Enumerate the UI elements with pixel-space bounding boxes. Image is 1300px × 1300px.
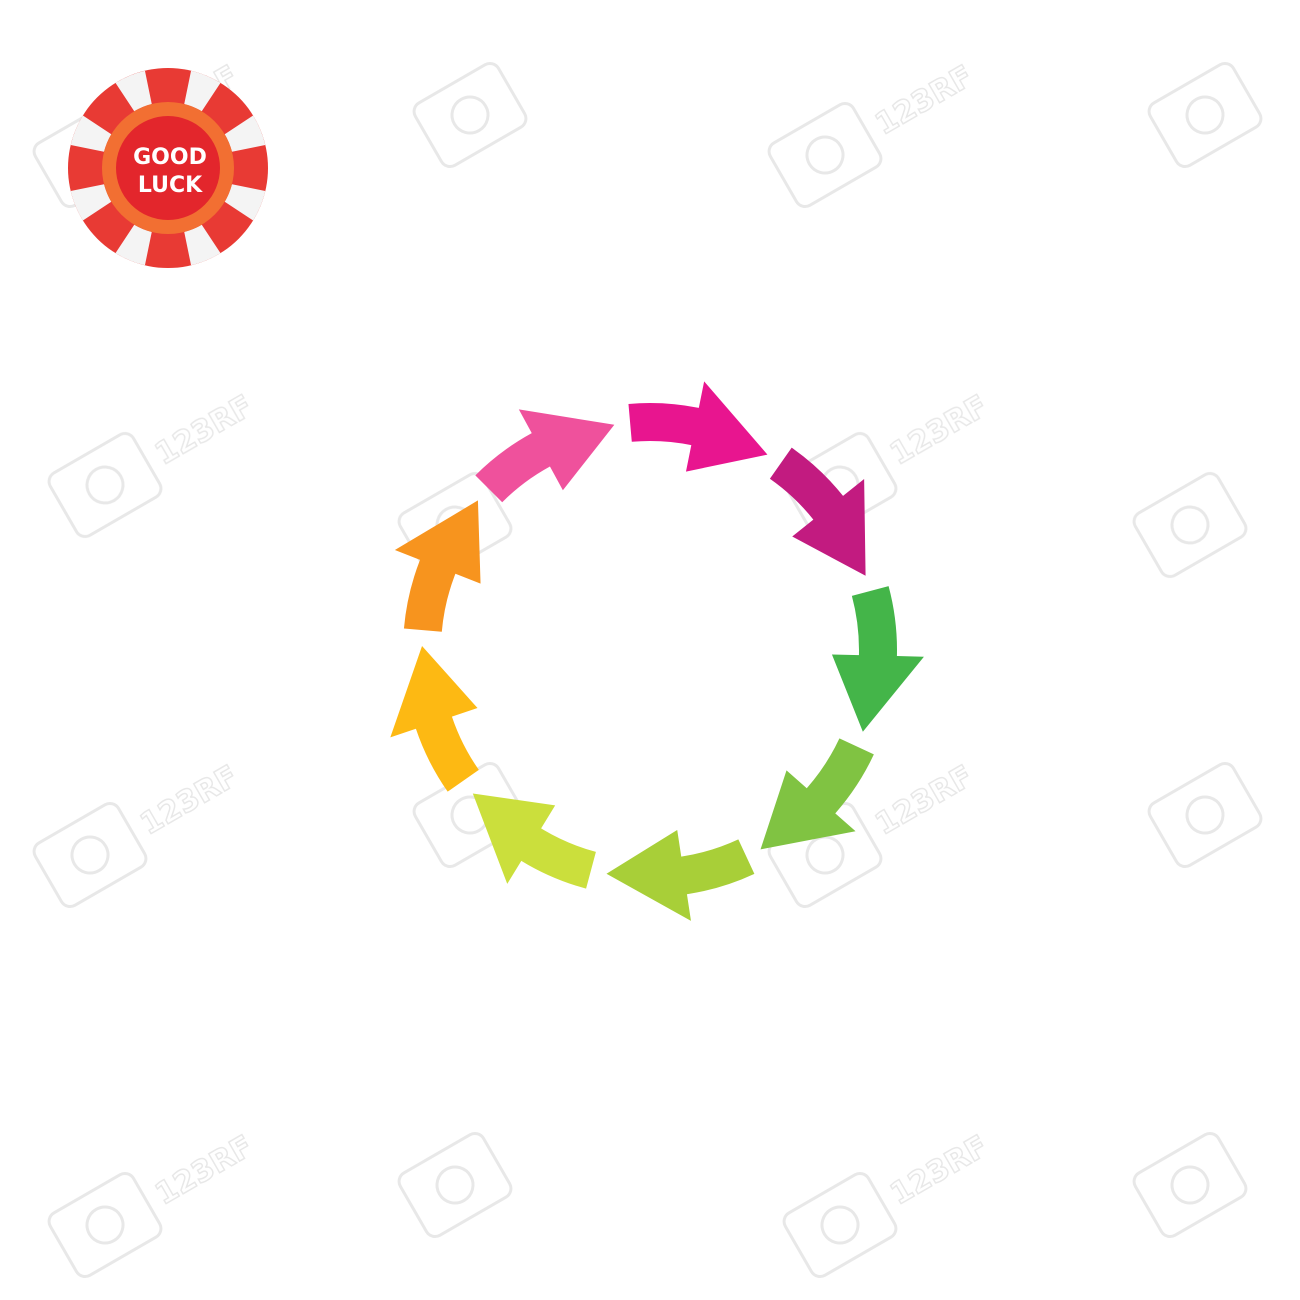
watermark-lens-icon — [805, 835, 845, 875]
badge-stripe — [70, 115, 112, 152]
badge-stripe — [184, 224, 221, 266]
badge-stripe — [184, 70, 221, 112]
watermark-text: 123RF — [869, 59, 978, 142]
watermark-lens-icon — [1185, 95, 1225, 135]
watermark-camera-icon — [397, 1131, 513, 1239]
watermark: 123RF — [47, 388, 260, 539]
watermark — [1132, 471, 1248, 579]
watermark-camera-icon — [1132, 1131, 1248, 1239]
watermark-lens-icon — [805, 135, 845, 175]
good-luck-badge: GOOD LUCK — [68, 68, 268, 268]
badge-stripe — [115, 70, 152, 112]
watermark: 123RF — [47, 1128, 260, 1279]
arrow-lime-green-icon — [760, 738, 874, 850]
arrow-pink-icon — [475, 409, 615, 503]
cycle-arrows-icon — [390, 381, 924, 921]
watermark-lens-icon — [1185, 795, 1225, 835]
watermark-camera-icon — [767, 101, 883, 209]
watermark-lens-icon — [70, 835, 110, 875]
watermark-lens-icon — [1170, 1165, 1210, 1205]
watermark: 123RF — [767, 58, 980, 209]
watermark-text: 123RF — [149, 1129, 258, 1212]
watermark-text: 123RF — [884, 389, 993, 472]
watermark-camera-icon — [1132, 471, 1248, 579]
watermark — [397, 1131, 513, 1239]
badge-stripe — [115, 224, 152, 266]
watermark — [1147, 761, 1263, 869]
watermark-lens-icon — [435, 1165, 475, 1205]
arrow-yellow-icon — [390, 646, 479, 792]
badge-stripe — [224, 115, 266, 152]
watermark-camera-icon — [47, 1171, 163, 1279]
badge-text-luck: LUCK — [138, 173, 203, 198]
arrow-purple-icon — [769, 447, 866, 576]
arrow-orange-icon — [394, 500, 481, 632]
watermark-lens-icon — [85, 1205, 125, 1245]
watermark-camera-icon — [1147, 761, 1263, 869]
watermark — [412, 61, 528, 169]
watermark-lens-icon — [450, 95, 490, 135]
badge-stripes — [70, 70, 266, 266]
arrow-magenta-icon — [628, 381, 768, 472]
arrow-green-icon — [831, 586, 924, 732]
watermark-camera-icon — [782, 1171, 898, 1279]
watermark-lens-icon — [85, 465, 125, 505]
watermark-text: 123RF — [134, 759, 243, 842]
watermark: 123RF — [32, 758, 245, 909]
badge-stripe — [70, 184, 112, 221]
watermark-camera-icon — [32, 801, 148, 909]
watermark-text: 123RF — [869, 759, 978, 842]
arrow-light-lime-icon — [472, 793, 596, 889]
watermark-camera-icon — [47, 431, 163, 539]
badge-center — [116, 116, 220, 220]
watermark-lens-icon — [820, 1205, 860, 1245]
badge-stripe — [224, 184, 266, 221]
watermark-lens-icon — [1170, 505, 1210, 545]
watermark-text: 123RF — [884, 1129, 993, 1212]
watermark-camera-icon — [412, 61, 528, 169]
watermark — [1132, 1131, 1248, 1239]
arrow-yellow-green-icon — [606, 829, 755, 921]
watermark: 123RF — [782, 1128, 995, 1279]
watermark-text: 123RF — [149, 389, 258, 472]
watermark — [1147, 61, 1263, 169]
watermark-camera-icon — [1147, 61, 1263, 169]
badge-text-good: GOOD — [133, 145, 207, 170]
